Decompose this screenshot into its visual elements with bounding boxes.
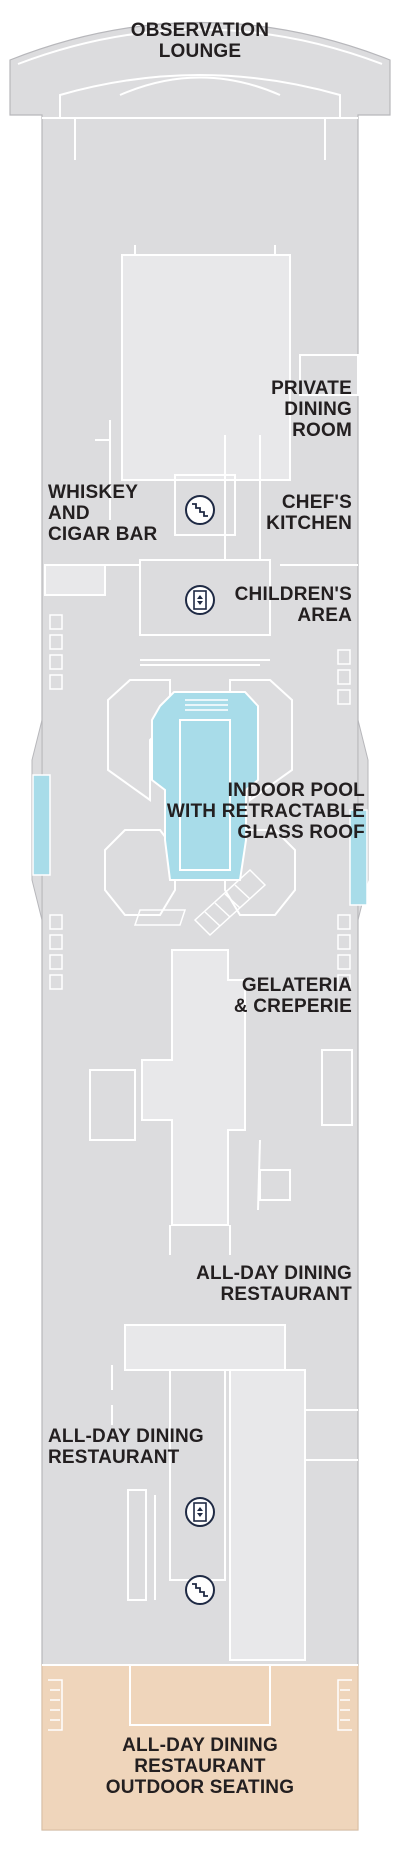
side-pool-right bbox=[349, 809, 368, 906]
stairs-icon bbox=[185, 495, 215, 525]
label-childrens-area: CHILDREN'S AREA bbox=[234, 584, 352, 626]
stairs-icon bbox=[185, 1575, 215, 1605]
label-whiskey-cigar-bar: WHISKEY AND CIGAR BAR bbox=[48, 482, 158, 545]
side-pool-left bbox=[32, 774, 51, 876]
indoor-pool bbox=[151, 691, 259, 881]
label-all-day-dining-2: ALL-DAY DINING RESTAURANT bbox=[48, 1426, 204, 1468]
observation-lounge-structure bbox=[17, 28, 383, 160]
side-seating bbox=[49, 614, 351, 990]
label-all-day-dining-1: ALL-DAY DINING RESTAURANT bbox=[196, 1263, 352, 1305]
pool-lane bbox=[179, 719, 231, 871]
pool-steps bbox=[185, 699, 228, 711]
interior-walls-lower bbox=[42, 1365, 358, 1726]
elevator-icon bbox=[185, 585, 215, 615]
central-area-lower bbox=[229, 1369, 306, 1661]
label-chefs-kitchen: CHEF'S KITCHEN bbox=[266, 492, 352, 534]
elevator-icon bbox=[185, 1497, 215, 1527]
interior-walls-upper bbox=[44, 245, 359, 661]
label-all-day-dining-outdoor: ALL-DAY DINING RESTAURANT OUTDOOR SEATIN… bbox=[105, 1735, 295, 1798]
label-private-dining-room: PRIVATE DINING ROOM bbox=[271, 378, 352, 441]
label-indoor-pool: INDOOR POOL WITH RETRACTABLE GLASS ROOF bbox=[166, 780, 365, 843]
label-gelateria: GELATERIA & CREPERIE bbox=[233, 975, 352, 1017]
pool-staircase bbox=[133, 868, 267, 937]
outdoor-benches bbox=[48, 1679, 352, 1731]
central-area-middle bbox=[141, 949, 246, 1226]
label-observation-lounge: OBSERVATION LOUNGE bbox=[130, 20, 270, 62]
interior-walls-middle bbox=[89, 1049, 353, 1255]
central-area-lower-top bbox=[124, 1324, 286, 1371]
central-area-upper bbox=[121, 254, 291, 481]
